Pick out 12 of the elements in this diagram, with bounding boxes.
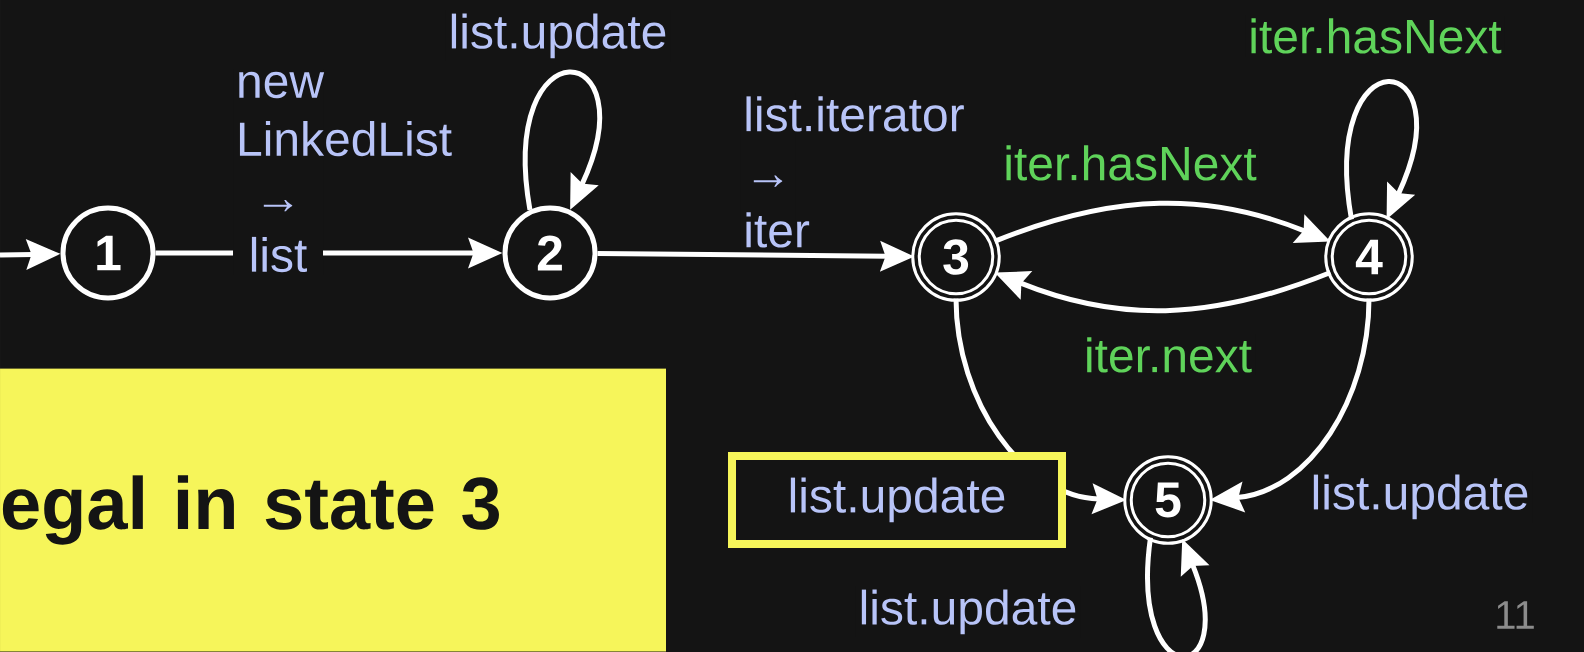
edge-label: iter.hasNext [1000,142,1260,184]
callout-box: egal in state 3 [0,368,666,652]
loop-arrow [522,69,602,211]
edge-label: list.update [728,452,1066,548]
page-number: 11 [1497,601,1534,629]
loop-arrow [1344,79,1419,220]
edge-label: new LinkedList → list [233,68,452,276]
edge-label: list.update [1307,471,1533,523]
edge-label: list.update [855,586,1081,638]
edge-label: iter.hasNext [1245,15,1505,57]
edge-label: iter.next [1080,334,1256,376]
edge-label: list.update [445,10,671,62]
